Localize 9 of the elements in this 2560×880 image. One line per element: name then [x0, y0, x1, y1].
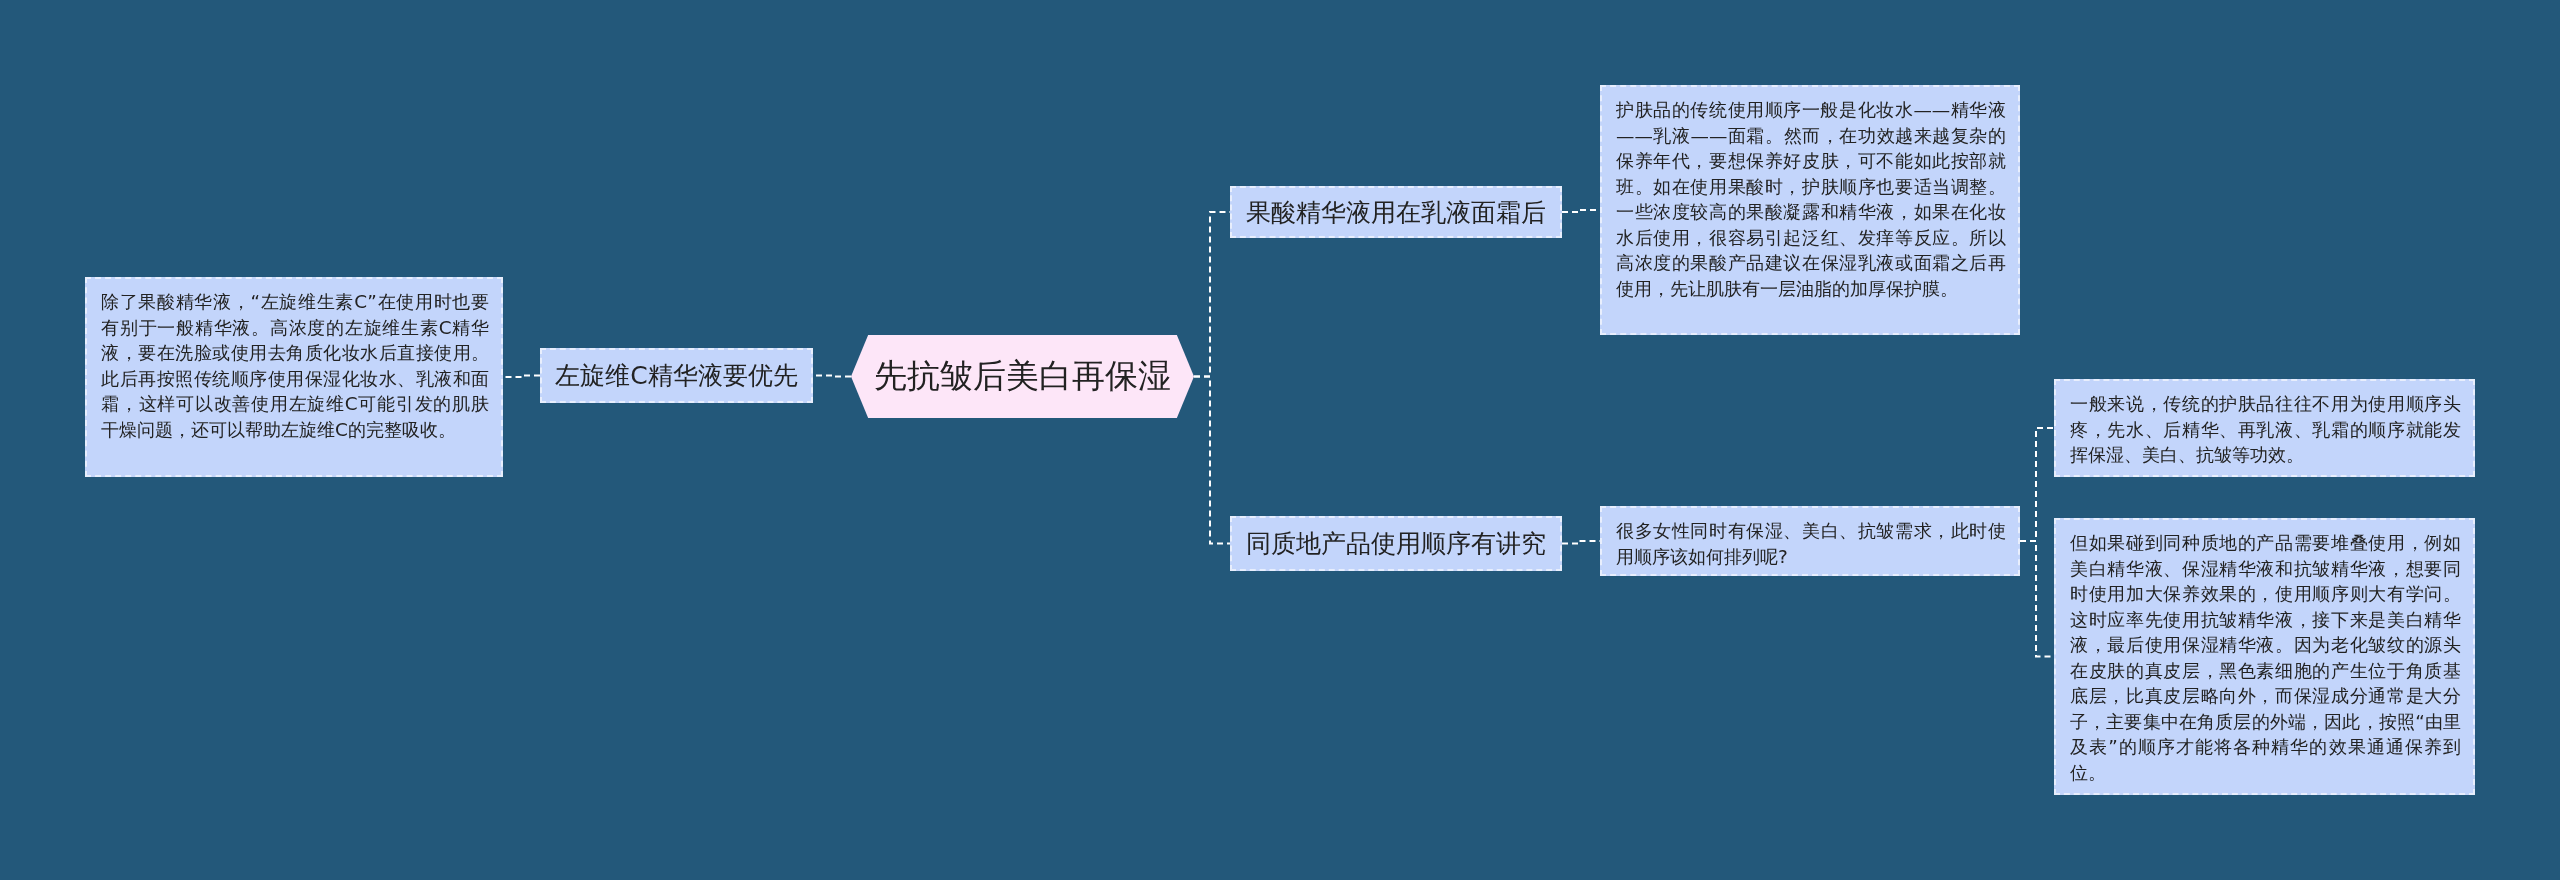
- text-box: 护肤品的传统使用顺序一般是化妆水——精华液——乳液——面霜。然而，在功效越来越复杂的保养年代，要想保养好皮肤，可不能如此按部就班。如在使用果酸时，护肤顺序也要适当调整。一些浓度较高的果酸凝露和精华液，如果在化妆水后使用，很容易引起泛红、发痒等反应。所以高浓度的果酸产品建议在保湿乳液或面霜之后再使用，先让肌肤有一层油脂的加厚保护膜。: [1600, 85, 2020, 335]
- text-box: 但如果碰到同种质地的产品需要堆叠使用，例如美白精华液、保湿精华液和抗皱精华液，想要同时使用加大保养效果的，使用顺序则大有学问。这时应率先使用抗皱精华液，接下来是美白精华液，最后使用保湿精华液。因为老化皱纹的源头在皮肤的真皮层，黑色素细胞的产生位于角质基底层，比真皮层略向外，而保湿成分通常是大分子，主要集中在角质层的外端，因此，按照“由里及表”的顺序才能将各种精华的效果通通保养到位。: [2054, 518, 2475, 795]
- text-box: 很多女性同时有保湿、美白、抗皱需求，此时使用顺序该如何排列呢?: [1600, 506, 2020, 576]
- branch-box: 果酸精华液用在乳液面霜后: [1230, 186, 1562, 238]
- text-box: 除了果酸精华液，“左旋维生素C”在使用时也要有别于一般精华液。高浓度的左旋维生素C精华液，要在洗脸或使用去角质化妆水后直接使用。此后再按照传统顺序使用保湿化妆水、乳液和面霜，这样可以改善使用左旋维C可能引发的肌肤干燥问题，还可以帮助左旋维C的完整吸收。: [85, 277, 503, 477]
- branch-box: 左旋维C精华液要优先: [540, 348, 813, 403]
- text-box: 一般来说，传统的护肤品往往不用为使用顺序头疼，先水、后精华、再乳液、乳霜的顺序就能发挥保湿、美白、抗皱等功效。: [2054, 379, 2475, 477]
- connector-line: [1193, 375, 1231, 545]
- branch-box: 同质地产品使用顺序有讲究: [1230, 516, 1562, 571]
